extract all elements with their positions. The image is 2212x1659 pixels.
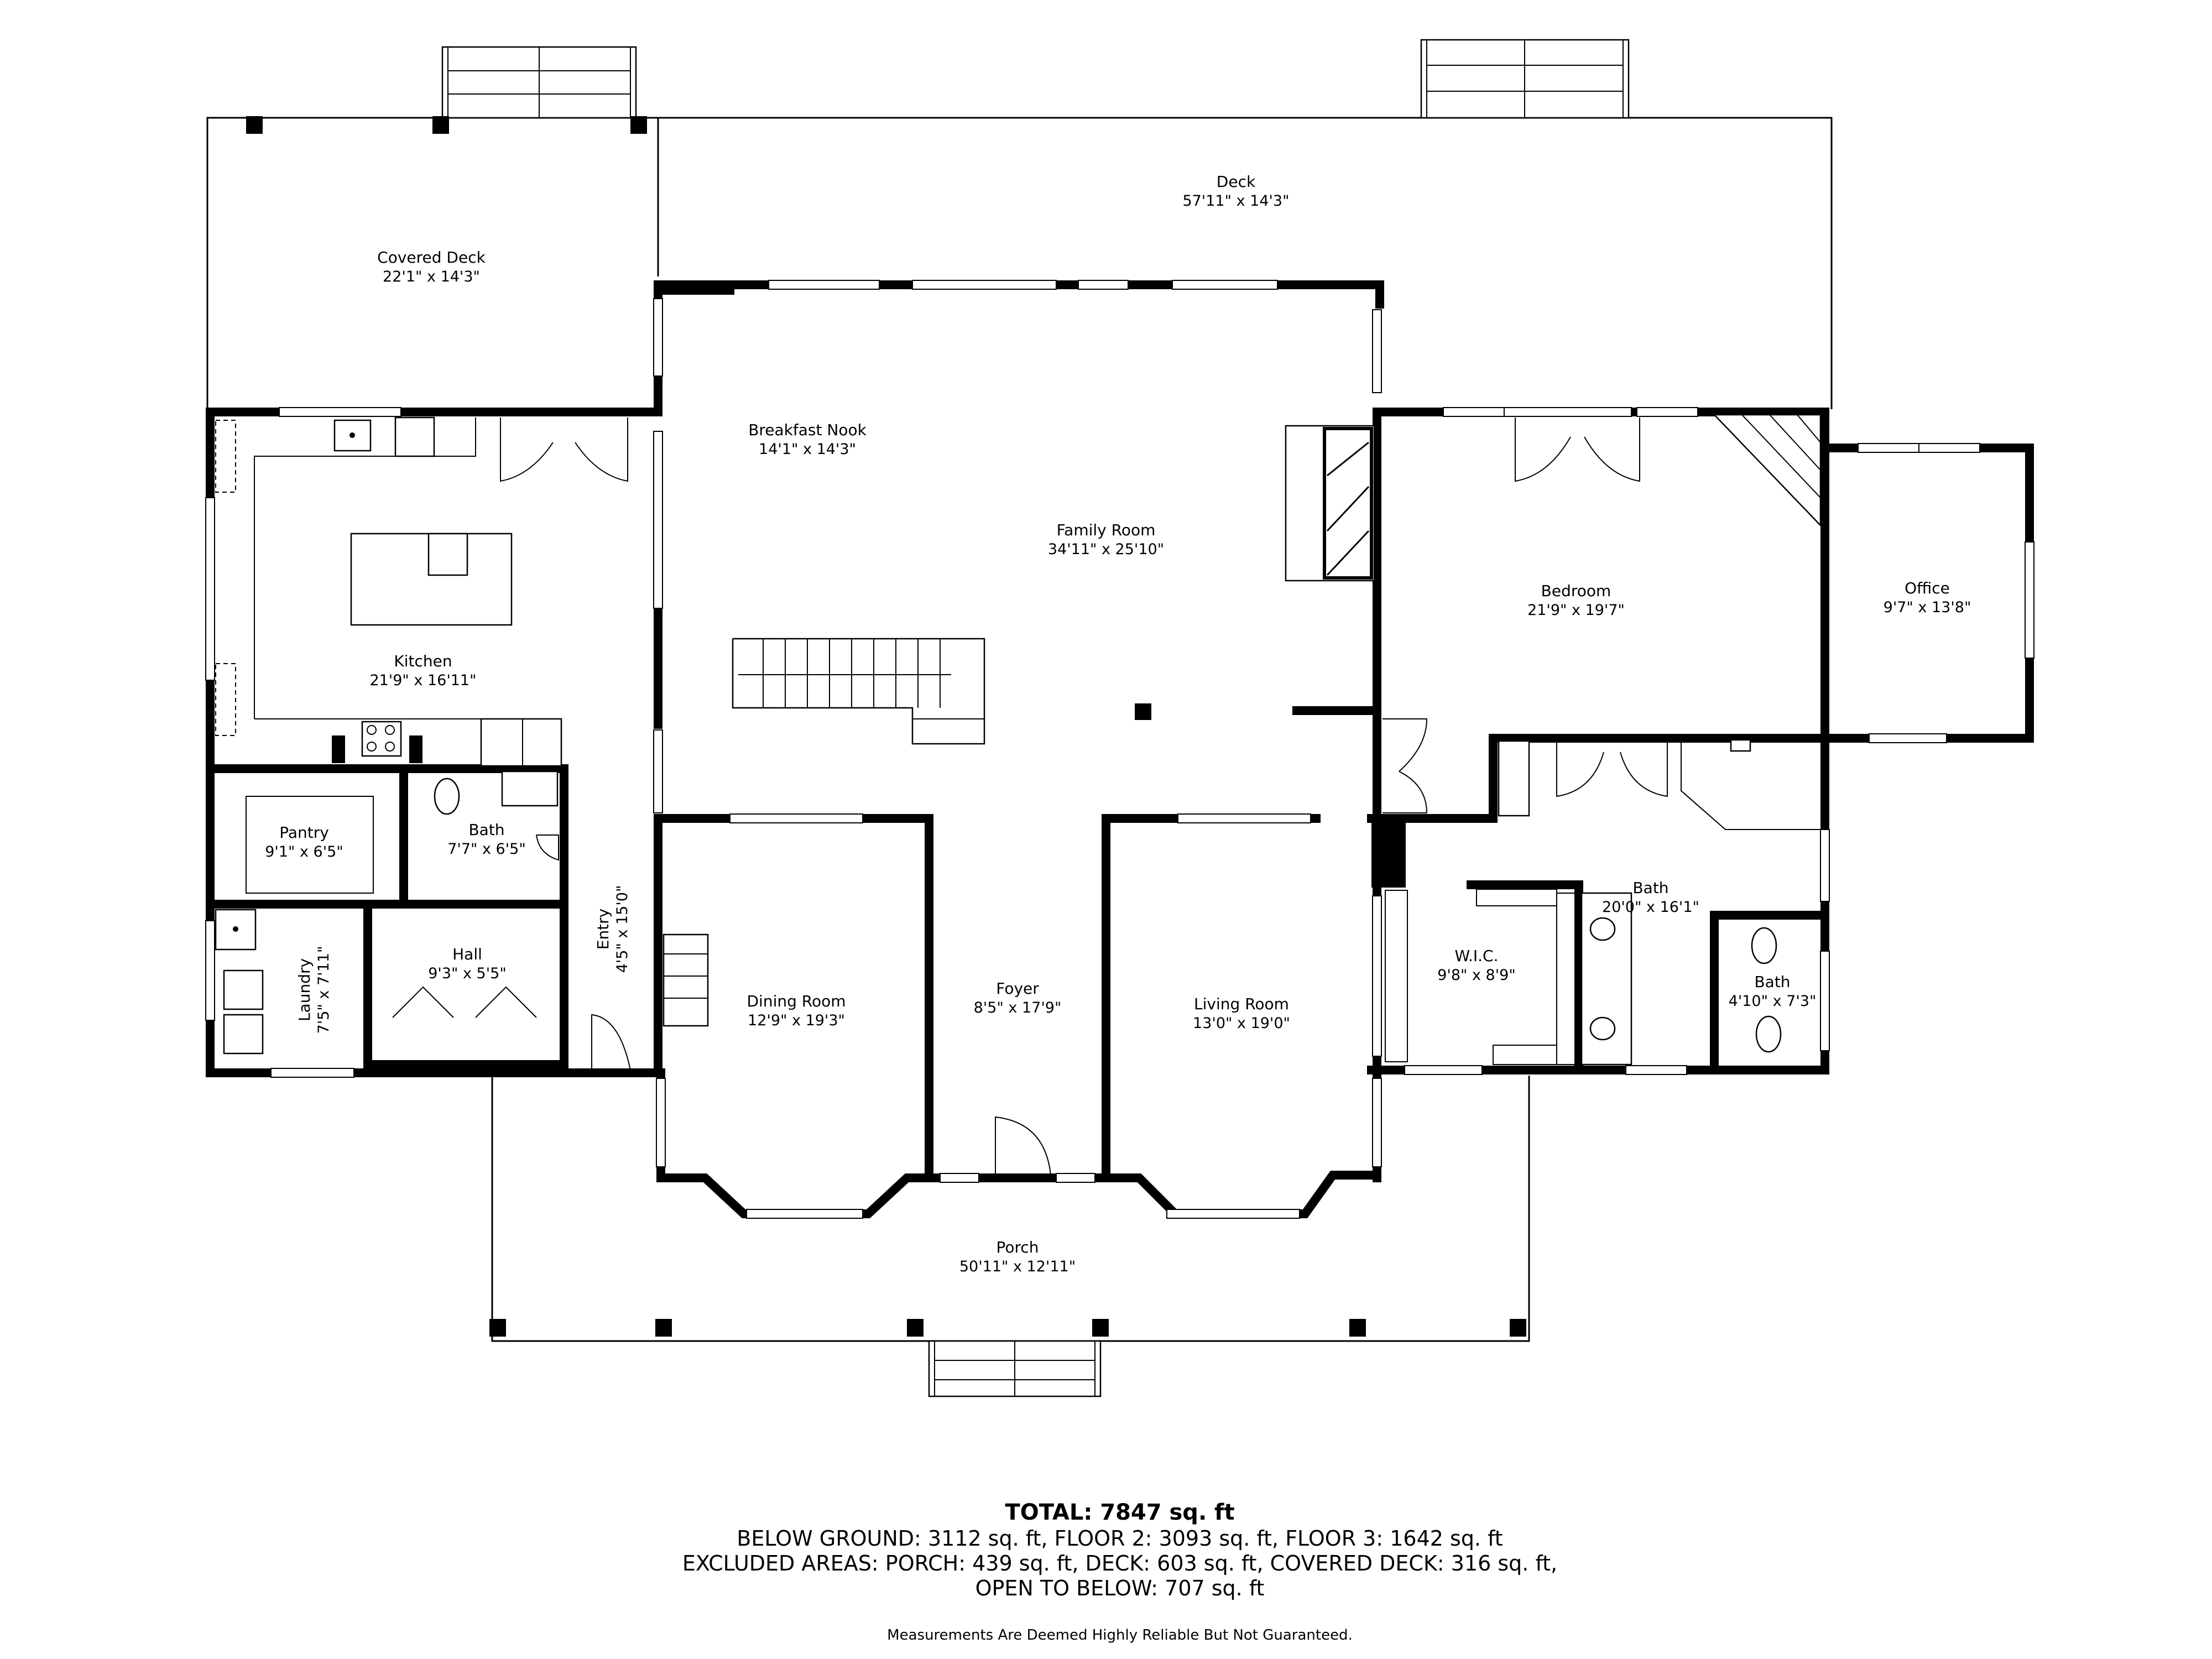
master-bath-fixtures bbox=[1498, 739, 1820, 1066]
room-dims-foyer: 8'5" x 17'9" bbox=[974, 999, 1062, 1016]
room-dims-deck: 57'11" x 14'3" bbox=[1182, 192, 1289, 210]
hall-closet-doors bbox=[392, 986, 537, 1018]
pantry-shelf bbox=[246, 796, 374, 894]
room-name-breakfast-nook: Breakfast Nook bbox=[748, 421, 867, 439]
room-dims-kitchen: 21'9" x 16'11" bbox=[369, 672, 476, 689]
area-breakdown-2: EXCLUDED AREAS: PORCH: 439 sq. ft, DECK:… bbox=[682, 1551, 1557, 1575]
kitchen-fixtures bbox=[215, 416, 628, 767]
room-name-dining-room: Dining Room bbox=[747, 992, 846, 1010]
room-name-hall: Hall bbox=[452, 945, 482, 963]
room-name-bath-2: Bath bbox=[1632, 879, 1668, 897]
deck-stairs-left bbox=[441, 46, 637, 119]
outdoor-outlines bbox=[206, 117, 1833, 1342]
room-dims-entry: 4'5" x 15'0" bbox=[614, 885, 631, 973]
fireplace bbox=[1285, 425, 1375, 582]
room-dims-bath-3: 4'10" x 7'3" bbox=[1729, 993, 1817, 1010]
room-name-porch: Porch bbox=[996, 1238, 1039, 1256]
room-dims-office: 9'7" x 13'8" bbox=[1884, 599, 1971, 616]
room-dims-living-room: 13'0" x 19'0" bbox=[1193, 1015, 1290, 1032]
room-name-deck: Deck bbox=[1217, 173, 1256, 191]
room-dims-dining-room: 12'9" x 19'3" bbox=[748, 1012, 845, 1029]
area-breakdown-1: BELOW GROUND: 3112 sq. ft, FLOOR 2: 3093… bbox=[737, 1526, 1503, 1551]
room-name-kitchen: Kitchen bbox=[394, 652, 452, 670]
room-name-office: Office bbox=[1905, 579, 1950, 597]
room-dims-laundry: 7'5" x 7'11" bbox=[315, 946, 332, 1034]
room-dims-family-room: 34'11" x 25'10" bbox=[1048, 541, 1164, 558]
room-name-foyer: Foyer bbox=[996, 979, 1039, 998]
column-block bbox=[1371, 818, 1406, 888]
center-column bbox=[1135, 703, 1151, 720]
room-labels: Deck 57'11" x 14'3" Covered Deck 22'1" x… bbox=[265, 173, 1971, 1275]
room-dims-pantry: 9'1" x 6'5" bbox=[265, 843, 343, 860]
room-name-pantry: Pantry bbox=[279, 823, 329, 842]
area-summary: TOTAL: 7847 sq. ft BELOW GROUND: 3112 sq… bbox=[682, 1500, 1557, 1644]
room-name-bedroom: Bedroom bbox=[1541, 582, 1611, 600]
laundry-fixtures bbox=[215, 909, 368, 1055]
dining-steps bbox=[662, 933, 709, 1027]
room-dims-bedroom: 21'9" x 19'7" bbox=[1527, 602, 1625, 619]
deck-stairs-right bbox=[1420, 39, 1630, 119]
wic-shelving bbox=[1385, 889, 1579, 1065]
room-dims-bath-1: 7'7" x 6'5" bbox=[447, 841, 526, 858]
total-area: TOTAL: 7847 sq. ft bbox=[1005, 1500, 1234, 1525]
room-name-bath-3: Bath bbox=[1754, 973, 1790, 991]
entry-door bbox=[591, 1014, 631, 1071]
deck-posts bbox=[246, 116, 1526, 1337]
porch-stairs bbox=[928, 1340, 1102, 1397]
bedroom-corner-stair bbox=[1713, 414, 1822, 528]
windows bbox=[205, 280, 2034, 1219]
room-name-living-room: Living Room bbox=[1194, 995, 1289, 1013]
room-dims-porch: 50'11" x 12'11" bbox=[959, 1258, 1076, 1275]
room-dims-wic: 9'8" x 8'9" bbox=[1437, 967, 1516, 984]
room-dims-hall: 9'3" x 5'5" bbox=[428, 965, 507, 982]
bath-1-fixtures bbox=[434, 770, 559, 861]
room-name-covered-deck: Covered Deck bbox=[377, 248, 486, 267]
room-dims-breakfast-nook: 14'1" x 14'3" bbox=[759, 441, 856, 458]
room-name-entry: Entry bbox=[594, 909, 612, 950]
room-name-bath-1: Bath bbox=[468, 821, 504, 839]
front-door bbox=[995, 1116, 1051, 1176]
room-name-laundry: Laundry bbox=[295, 958, 314, 1021]
bedroom-doors bbox=[1383, 418, 1640, 813]
interior-staircase bbox=[732, 638, 985, 745]
room-name-family-room: Family Room bbox=[1057, 521, 1156, 539]
room-name-wic: W.I.C. bbox=[1455, 947, 1499, 965]
disclaimer: Measurements Are Deemed Highly Reliable … bbox=[887, 1627, 1353, 1644]
room-dims-covered-deck: 22'1" x 14'3" bbox=[383, 268, 480, 285]
room-dims-bath-2: 20'0" x 16'1" bbox=[1602, 899, 1699, 916]
area-breakdown-3: OPEN TO BELOW: 707 sq. ft bbox=[975, 1576, 1265, 1600]
